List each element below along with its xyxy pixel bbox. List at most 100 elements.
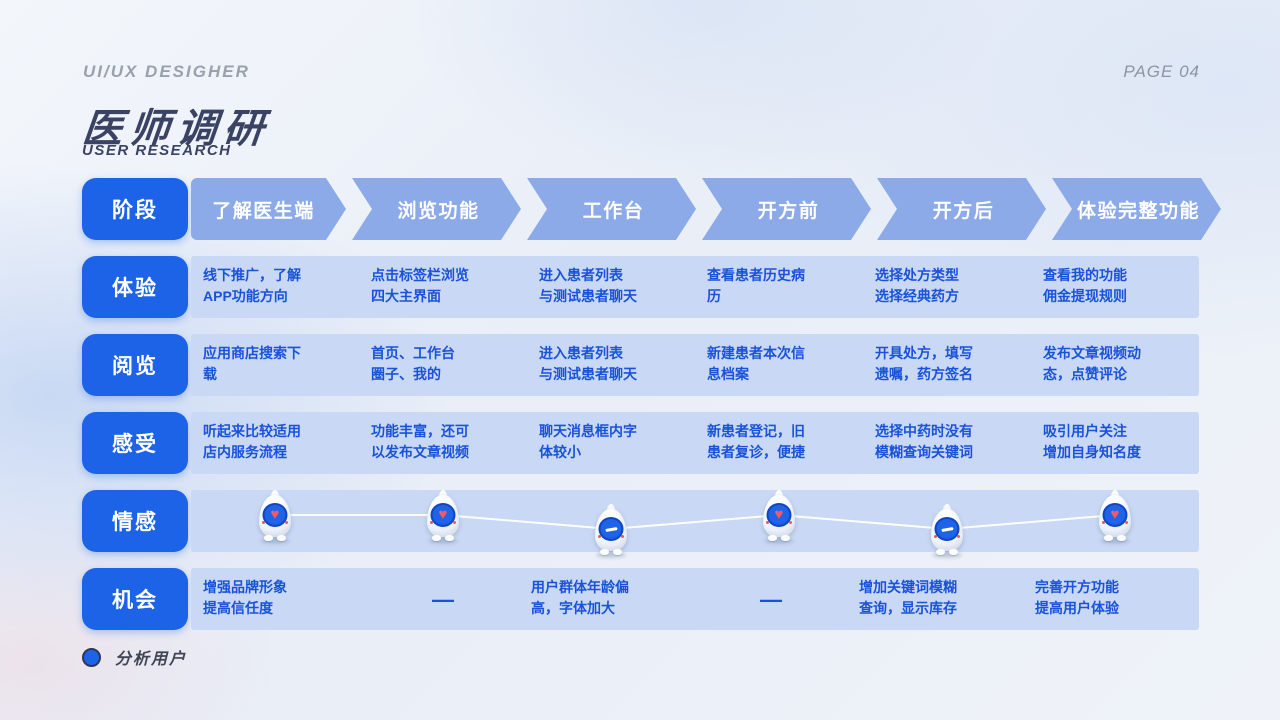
robot-shadow — [764, 538, 794, 544]
robot-face-icon — [934, 517, 960, 541]
row-body: 线下推广，了解 APP功能方向 点击标签栏浏览 四大主界面 进入患者列表 与测试患者… — [191, 256, 1199, 318]
legend-label: 分析用户 — [115, 651, 188, 668]
robot-foot — [1117, 535, 1126, 541]
robot-shadow — [428, 538, 458, 544]
robot-shadow — [1100, 538, 1130, 544]
robot-shadow — [596, 552, 626, 558]
row-label: 感受 — [82, 412, 188, 474]
robot-face-icon: ♥ — [1102, 503, 1128, 527]
stage-arrow-3: 工作台 — [527, 178, 696, 240]
eyebrow-label: UI/UX DESIGHER — [83, 62, 250, 81]
robot-dot — [789, 521, 792, 524]
stage-arrow-1: 了解医生端 — [191, 178, 346, 240]
stage-arrow-5: 开方后 — [877, 178, 1046, 240]
row-label: 阅览 — [82, 334, 188, 396]
journey-cell: 增强品牌形象 提高信任度 — [203, 579, 287, 616]
journey-row-体验: 体验线下推广，了解 APP功能方向 点击标签栏浏览 四大主界面 进入患者列表 与测试… — [82, 256, 1227, 318]
stage-row-body: 了解医生端浏览功能工作台开方前开方后体验完整功能 — [191, 178, 1221, 240]
emotion-robot-neutral — [591, 504, 631, 558]
journey-cell: 聊天消息框内字 体较小 — [539, 423, 637, 460]
robot-foot — [600, 549, 609, 555]
journey-cell: 发布文章视频动 态，点赞评论 — [1043, 345, 1141, 382]
journey-cell: — — [760, 586, 782, 612]
robot-dot — [957, 535, 960, 538]
robot-foot — [768, 535, 777, 541]
stage-row: 阶段了解医生端浏览功能工作台开方前开方后体验完整功能 — [82, 178, 1227, 240]
emotion-robot-happy: ♥ — [759, 490, 799, 544]
journey-cell: 点击标签栏浏览 四大主界面 — [371, 267, 469, 304]
journey-cell: 吸引用户关注 增加自身知名度 — [1043, 423, 1141, 460]
heart-icon: ♥ — [774, 506, 784, 523]
emotion-curve — [275, 513, 1116, 531]
journey-cell: 新建患者本次信 息档案 — [707, 345, 805, 382]
stage-row-label: 阶段 — [82, 178, 188, 240]
heart-icon: ♥ — [270, 506, 280, 523]
journey-cell: 功能丰富，还可 以发布文章视频 — [371, 423, 469, 460]
stage-arrow-2: 浏览功能 — [352, 178, 521, 240]
robot-foot — [432, 535, 441, 541]
journey-cell: 用户群体年龄偏 高，字体加大 — [531, 579, 629, 616]
robot-dot — [285, 521, 288, 524]
robot-dot — [262, 521, 265, 524]
robot-face-icon: ♥ — [766, 503, 792, 527]
robot-face-icon: ♥ — [430, 503, 456, 527]
robot-dot — [621, 535, 624, 538]
journey-cell: 线下推广，了解 APP功能方向 — [203, 267, 301, 304]
robot-dot — [1102, 521, 1105, 524]
journey-cell: 听起来比较适用 店内服务流程 — [203, 423, 301, 460]
robot-foot — [781, 535, 790, 541]
journey-cell: 完善开方功能 提高用户体验 — [1035, 579, 1119, 616]
journey-cell: — — [432, 586, 454, 612]
journey-row-情感: 情感 ♥ ♥ ♥ ♥ — [82, 490, 1227, 558]
robot-dot — [1125, 521, 1128, 524]
emotion-robot-happy: ♥ — [1095, 490, 1135, 544]
legend-dot-icon — [82, 647, 101, 667]
robot-dot — [766, 521, 769, 524]
journey-cell: 应用商店搜索下 载 — [203, 345, 301, 382]
robot-foot — [949, 549, 958, 555]
journey-row-阅览: 阅览应用商店搜索下 载 首页、工作台 圈子、我的 进入患者列表 与测试患者聊天 新建患… — [82, 334, 1227, 396]
robot-foot — [1104, 535, 1113, 541]
journey-row-机会: 机会增强品牌形象 提高信任度—用户群体年龄偏 高，字体加大—增加关键词模糊 查询… — [82, 568, 1227, 630]
robot-foot — [445, 535, 454, 541]
stage-arrow-6: 体验完整功能 — [1052, 178, 1221, 240]
robot-shadow — [260, 538, 290, 544]
emotion-robot-neutral — [927, 504, 967, 558]
neutral-mouth-icon — [940, 526, 954, 532]
robot-dot — [934, 535, 937, 538]
robot-dot — [453, 521, 456, 524]
legend: 分析用户 — [82, 645, 187, 669]
journey-cell: 查看我的功能 佣金提现规则 — [1043, 267, 1127, 304]
journey-cell: 进入患者列表 与测试患者聊天 — [539, 345, 637, 382]
journey-cell: 进入患者列表 与测试患者聊天 — [539, 267, 637, 304]
emotion-robot-happy: ♥ — [255, 490, 295, 544]
journey-cell: 查看患者历史病 历 — [707, 267, 805, 304]
row-body: 听起来比较适用 店内服务流程 功能丰富，还可 以发布文章视频 聊天消息框内字 体较小… — [191, 412, 1199, 474]
stage-arrow-4: 开方前 — [702, 178, 871, 240]
neutral-mouth-icon — [604, 526, 618, 532]
robot-face-icon — [598, 517, 624, 541]
robot-shadow — [932, 552, 962, 558]
row-label: 体验 — [82, 256, 188, 318]
robot-foot — [613, 549, 622, 555]
row-body: 增强品牌形象 提高信任度 — 用户群体年龄偏 高，字体加大 — 增加关键词模糊 查询，显… — [191, 568, 1199, 630]
robot-foot — [936, 549, 945, 555]
robot-face-icon: ♥ — [262, 503, 288, 527]
robot-foot — [264, 535, 273, 541]
row-body: ♥ ♥ ♥ ♥ — [191, 490, 1199, 558]
robot-dot — [598, 535, 601, 538]
journey-cell: 首页、工作台 圈子、我的 — [371, 345, 455, 382]
journey-cell: 选择处方类型 选择经典药方 — [875, 267, 959, 304]
journey-cell: 开具处方，填写 遗嘱，药方签名 — [875, 345, 973, 382]
robot-foot — [277, 535, 286, 541]
journey-cell: 新患者登记，旧 患者复诊，便捷 — [707, 423, 805, 460]
row-label: 情感 — [82, 490, 188, 552]
heart-icon: ♥ — [1110, 506, 1120, 523]
robot-dot — [430, 521, 433, 524]
row-body: 应用商店搜索下 载 首页、工作台 圈子、我的 进入患者列表 与测试患者聊天 新建患者本… — [191, 334, 1199, 396]
journey-row-感受: 感受听起来比较适用 店内服务流程 功能丰富，还可 以发布文章视频 聊天消息框内字 体… — [82, 412, 1227, 474]
page-subtitle: USER RESEARCH — [82, 142, 232, 159]
journey-cell: 增加关键词模糊 查询，显示库存 — [859, 579, 957, 616]
heart-icon: ♥ — [438, 506, 448, 523]
